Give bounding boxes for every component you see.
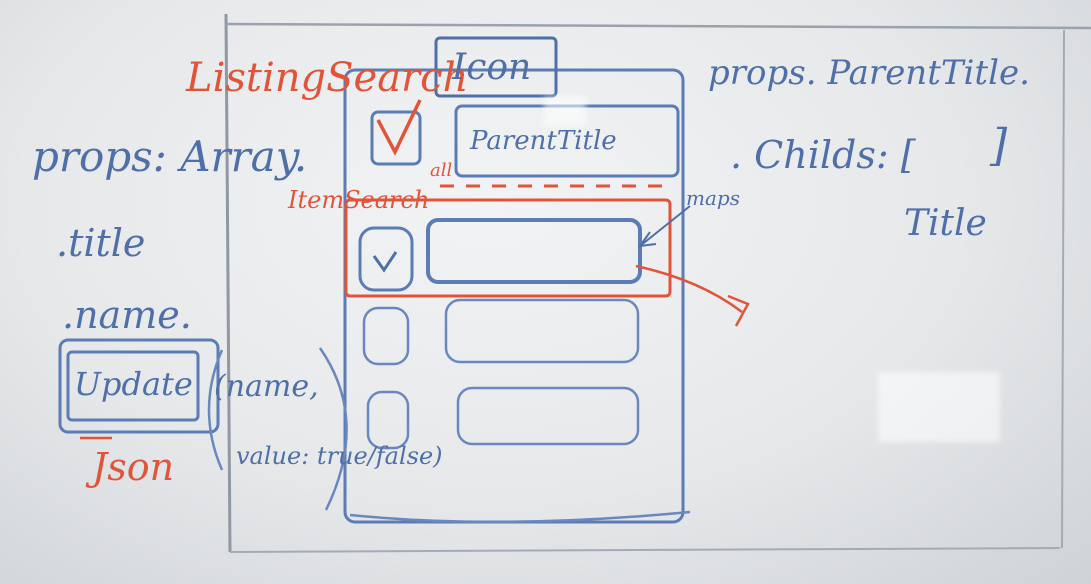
item-field-3 — [456, 386, 640, 446]
maps-label: maps — [686, 186, 740, 210]
update-box-inner — [66, 350, 200, 422]
title-right-note: Title — [904, 203, 987, 244]
maps-arrowhead-icon — [637, 231, 657, 248]
paren-open — [207, 349, 224, 471]
childs-note: . Childs: [ — [730, 133, 916, 177]
light-glare-1 — [544, 96, 586, 126]
parent-title-note: props. ParentTitle. — [708, 53, 1030, 93]
checkmark-red-icon — [376, 99, 422, 156]
name-note: .name. — [62, 293, 192, 337]
item-field-1 — [426, 218, 642, 284]
item-checkbox-3 — [366, 390, 410, 450]
item-search-highlight — [344, 198, 672, 298]
item-field-2 — [444, 298, 640, 364]
update-button-label: Update — [74, 365, 193, 403]
item-search-label: ItemSearch — [288, 186, 430, 214]
red-arrowhead-icon — [727, 294, 750, 327]
paren-close — [318, 347, 348, 511]
board-frame-left — [224, 13, 232, 553]
listing-search-title: ListingSearch — [186, 55, 469, 101]
select-all-checkbox — [370, 110, 422, 166]
board-frame-right — [1061, 29, 1065, 549]
update-box-outer — [58, 338, 220, 434]
params-value-note: value: true/false) — [236, 442, 443, 470]
all-label: all — [430, 160, 453, 181]
title-note: .title — [56, 221, 146, 265]
board-frame-bottom — [229, 547, 1061, 553]
item-checkbox-1 — [358, 226, 414, 292]
props-array-note: props: Array. — [32, 132, 308, 181]
icon-box — [434, 36, 558, 98]
childs-bracket-close: ] — [990, 120, 1008, 171]
parent-title-label: ParentTitle — [470, 126, 617, 156]
red-arrow — [635, 264, 743, 313]
json-label: Json — [92, 445, 175, 489]
checkmark-blue-icon — [372, 251, 398, 273]
listing-container-shadow — [349, 510, 691, 524]
item-checkbox-2 — [362, 306, 410, 366]
board-frame-top — [225, 22, 1091, 30]
icon-label: Icon — [452, 47, 532, 88]
light-glare-2 — [878, 372, 1000, 442]
params-name-note: (name, — [214, 369, 319, 404]
maps-arrow — [639, 205, 691, 247]
